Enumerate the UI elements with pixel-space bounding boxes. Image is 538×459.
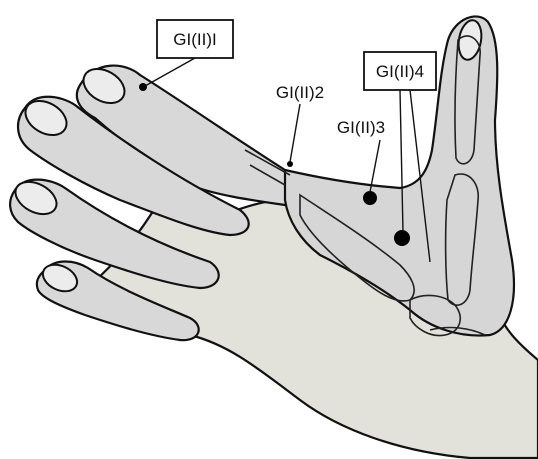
acupoint-dot-gi1	[139, 83, 147, 91]
label-gi2: GI(II)2	[276, 83, 324, 102]
leader-line-gi1	[145, 58, 195, 86]
acupoint-dot-gi4	[394, 230, 410, 246]
label-gi3: GI(II)3	[337, 118, 385, 137]
label-gi4: GI(II)4	[376, 62, 424, 81]
leader-line-gi3	[370, 140, 380, 192]
label-gi1: GI(II)I	[173, 30, 216, 49]
leader-line-gi2	[290, 104, 300, 162]
acupoint-dot-gi3	[363, 191, 377, 205]
